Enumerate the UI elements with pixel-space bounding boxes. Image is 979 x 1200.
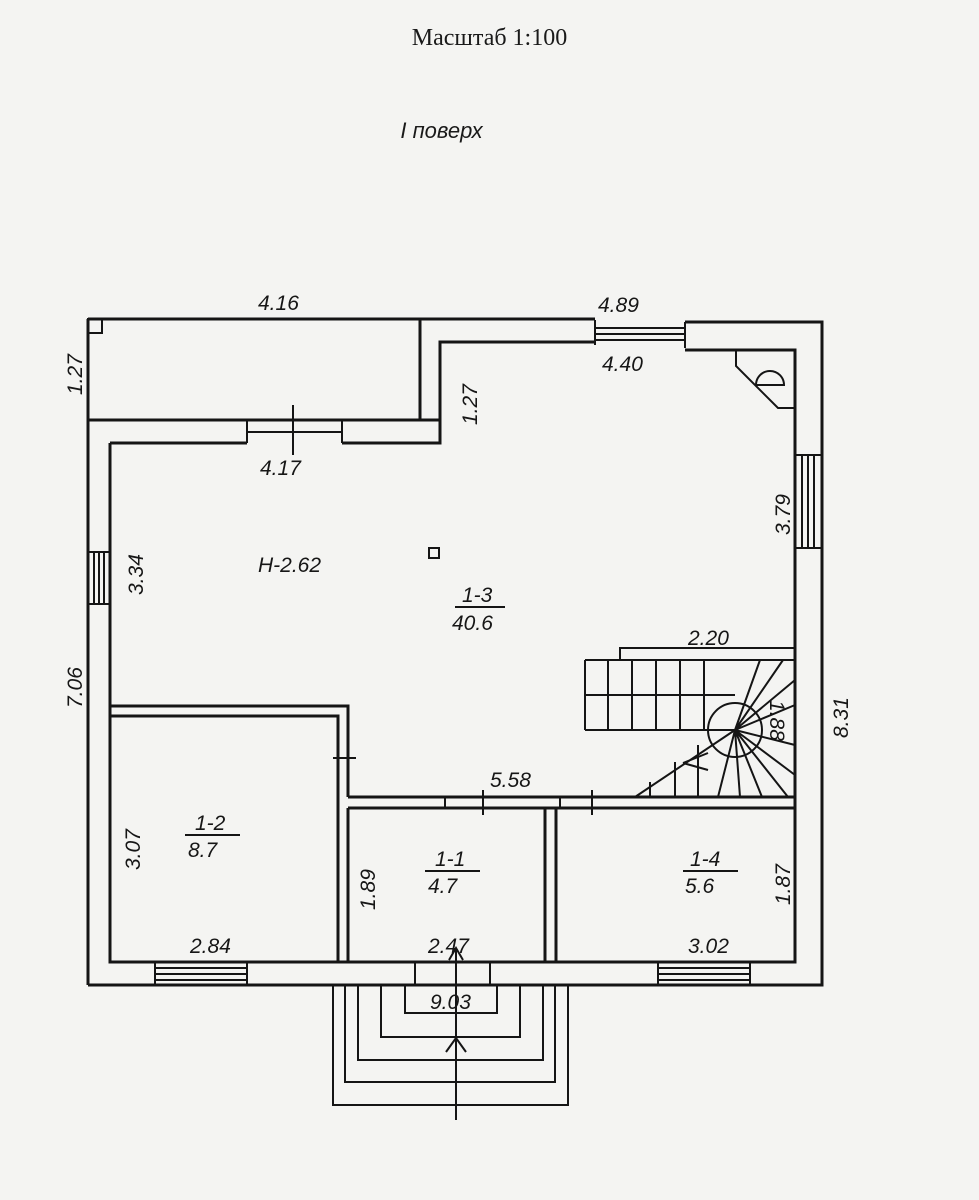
dim-room-1-2-side: 3.07 (122, 828, 145, 870)
scale-label: Масштаб 1:100 (411, 25, 568, 51)
room-1-1-id: 1-1 (435, 848, 465, 871)
dim-top-outer: 4.89 (598, 294, 639, 317)
dim-top-inner: 4.40 (602, 353, 643, 376)
dim-right-upper: 3.79 (772, 494, 795, 535)
dim-stair-width: 2.20 (687, 627, 729, 650)
room-labels: 1-3 40.6 1-2 8.7 1-1 4.7 1-4 5.6 (185, 584, 738, 898)
dim-room-1-1-bottom: 2.47 (427, 935, 470, 958)
floor-label: I поверх (400, 118, 483, 143)
dim-right-outer: 8.31 (830, 697, 853, 738)
room-1-4-area: 5.6 (685, 875, 715, 898)
room-1-2-area: 8.7 (188, 839, 219, 862)
dim-room-1-4-side: 1.87 (772, 863, 795, 905)
dim-left-outer: 7.06 (64, 667, 87, 708)
room-1-1-area: 4.7 (428, 875, 459, 898)
dim-left-upper: 3.34 (125, 554, 148, 595)
dim-room-1-2-bottom: 2.84 (189, 935, 231, 958)
dim-room-1-4-bottom: 3.02 (688, 935, 729, 958)
walls (86, 317, 824, 1120)
dim-annex-side: 1.27 (64, 353, 87, 395)
dim-annex-inner: 1.27 (459, 383, 482, 425)
dim-stair-side: 1.88 (765, 700, 788, 741)
dim-corridor: 5.58 (490, 769, 531, 792)
room-1-2-id: 1-2 (195, 812, 226, 835)
room-1-3-area: 40.6 (452, 612, 493, 635)
dimension-labels: 4.16 4.89 4.40 4.17 1.27 1.27 3.79 8.31 … (64, 292, 853, 1014)
dim-annex-top: 4.16 (258, 292, 299, 315)
room-1-4-id: 1-4 (690, 848, 720, 871)
dim-porch: 9.03 (430, 991, 471, 1014)
dim-room-1-1-side: 1.89 (357, 869, 380, 910)
dim-annex-bottom: 4.17 (260, 457, 302, 480)
ceiling-height: Н-2.62 (258, 554, 321, 577)
room-1-3-id: 1-3 (462, 584, 493, 607)
